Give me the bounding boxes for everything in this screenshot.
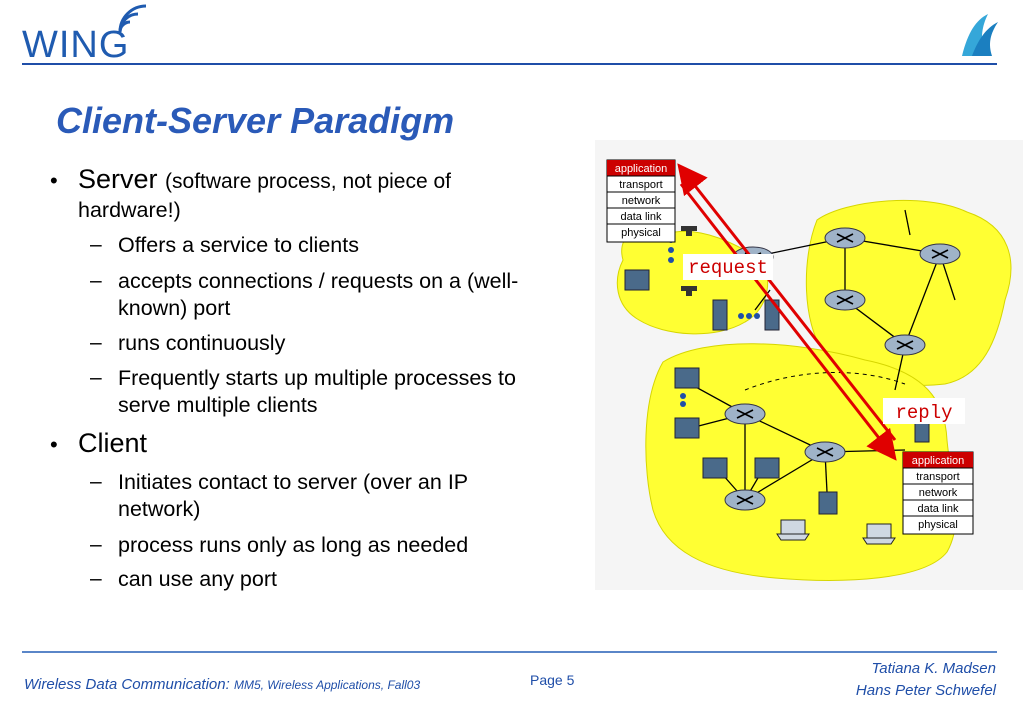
slide-title: Client-Server Paradigm	[56, 100, 455, 141]
dash: –	[90, 269, 102, 292]
bullet-dot: •	[50, 432, 58, 457]
access-point-icon	[818, 491, 838, 515]
phone-icon	[681, 226, 697, 236]
server-stack-layer-5: physical	[621, 227, 661, 239]
computer-icon	[674, 417, 700, 439]
dash: –	[90, 331, 102, 354]
server-point-2-cont: known) port	[118, 296, 231, 320]
reply-label: reply	[895, 402, 952, 424]
computer-icon	[674, 367, 700, 389]
bullet-server: Server (software process, not piece of	[78, 164, 451, 195]
request-label: request	[688, 257, 768, 279]
client-point-3: can use any port	[118, 567, 277, 591]
wireless-signal-icon	[118, 4, 147, 33]
client-stack-layer-4: data link	[918, 503, 959, 515]
computer-icon	[702, 457, 728, 479]
bullet-server-note: (software process, not piece of	[165, 170, 452, 193]
dash: –	[90, 567, 102, 590]
phone-icon	[681, 286, 697, 296]
network-cloud-bottom	[645, 343, 957, 581]
laptops	[776, 519, 896, 545]
request-arrow	[677, 163, 897, 441]
phones	[681, 226, 697, 296]
client-point-2: process runs only as long as needed	[118, 533, 469, 557]
footer-course: Wireless Data Communication: MM5, Wirele…	[24, 676, 420, 693]
reply-arrow	[679, 183, 897, 461]
server-point-3: runs continuously	[118, 331, 286, 355]
dash: –	[90, 233, 102, 256]
server-stack-layer-3: network	[622, 195, 661, 207]
bullet-server-label: Server	[78, 164, 158, 194]
footer-author-1: Tatiana K. Madsen	[871, 660, 996, 677]
computer-icon	[754, 457, 780, 479]
page-number: Page 5	[530, 672, 575, 688]
bullet-client: Client	[78, 428, 148, 458]
bullet-server-note-cont: hardware!)	[78, 198, 181, 222]
header-rule	[22, 63, 997, 65]
laptop-icon	[776, 519, 810, 541]
server-point-4: Frequently starts up multiple processes …	[118, 366, 516, 390]
footer-course-main: Wireless Data Communication:	[24, 676, 230, 693]
dash: –	[90, 533, 102, 556]
server-protocol-stack: application transport network data link …	[606, 159, 676, 243]
server-point-4-cont: serve multiple clients	[118, 393, 318, 417]
university-logo-icon	[962, 14, 998, 56]
router-marks	[736, 233, 949, 505]
footer-course-sub: MM5, Wireless Applications, Fall03	[233, 678, 421, 692]
server-icon	[712, 299, 728, 331]
dash: –	[90, 470, 102, 493]
client-protocol-stack: application transport network data link …	[902, 451, 974, 535]
footer-rule	[22, 651, 997, 653]
client-stack-layer-3: network	[919, 487, 958, 499]
laptop-icon	[862, 523, 896, 545]
server-stack-layer-4: data link	[621, 211, 662, 223]
client-stack-layer-5: physical	[918, 519, 958, 531]
server-stack-layer-2: transport	[619, 179, 662, 191]
server-icon	[764, 299, 780, 331]
network-diagram: application transport network data link …	[595, 140, 1023, 590]
client-stack-layer-2: transport	[916, 471, 959, 483]
server-stack-layer-1: application	[615, 163, 668, 175]
dash: –	[90, 366, 102, 389]
bullet-dot: •	[50, 168, 58, 193]
client-point-1-cont: network)	[118, 497, 201, 521]
server-point-2: accepts connections / requests on a (wel…	[118, 269, 519, 293]
wing-logo: WING	[22, 24, 130, 66]
client-stack-layer-1: application	[912, 455, 965, 467]
computer-icon	[624, 269, 650, 291]
footer-author-2: Hans Peter Schwefel	[855, 682, 996, 699]
client-point-1: Initiates contact to server (over an IP	[118, 470, 469, 494]
dashed-link	[744, 372, 906, 391]
server-point-1: Offers a service to clients	[118, 233, 359, 257]
